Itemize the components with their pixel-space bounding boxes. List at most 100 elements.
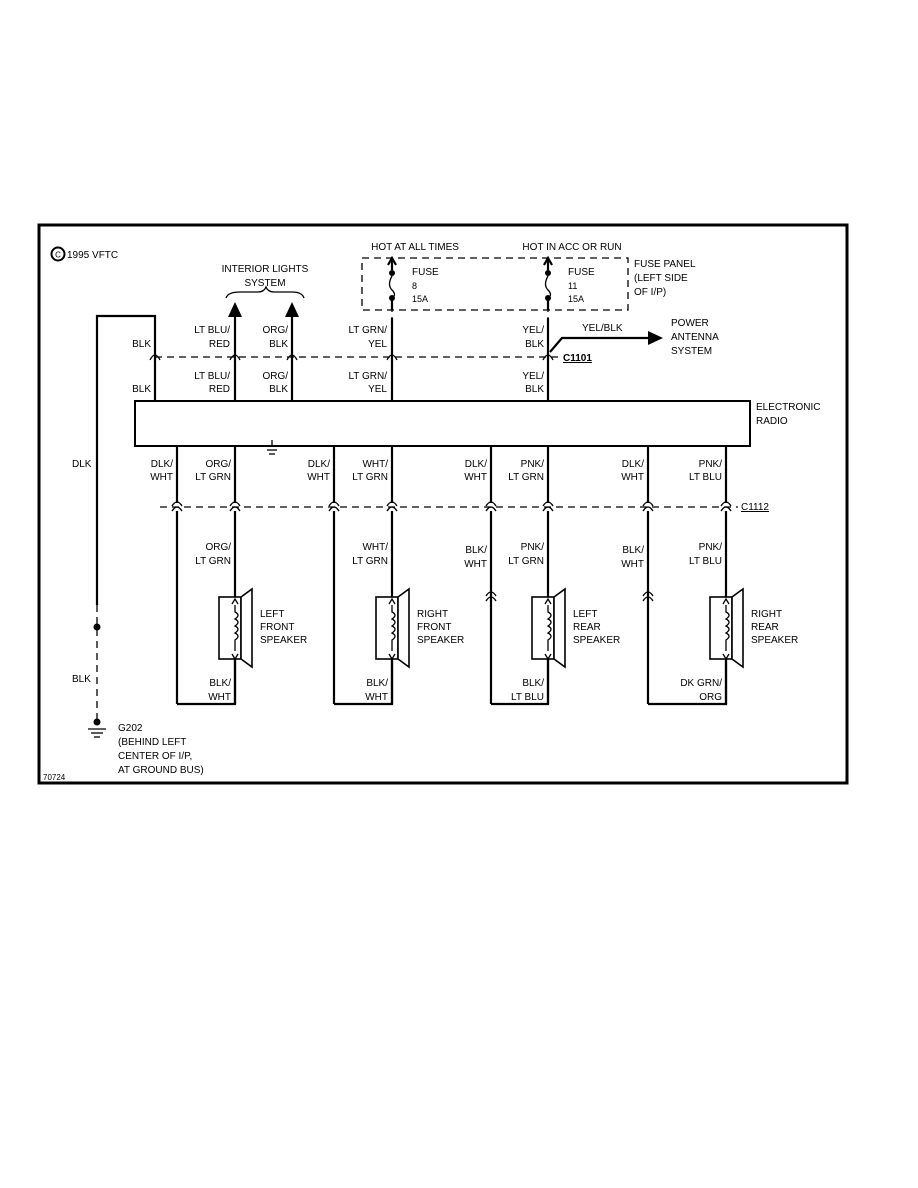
speaker-wire-4-lower-1: WHT/ xyxy=(362,542,388,553)
wire-lt-grn-yel-above-2: YEL xyxy=(368,339,387,350)
fuse-panel-box xyxy=(361,257,629,311)
speaker-4-icon xyxy=(709,587,744,704)
fuse-panel-line1: FUSE PANEL xyxy=(634,259,696,270)
wire-yel-blk-above-2: BLK xyxy=(525,339,544,350)
speaker-wire-2-upper-2: LT GRN xyxy=(195,472,231,483)
speaker-wire-4-upper-1: WHT/ xyxy=(362,459,388,470)
speaker-3-name-2: REAR xyxy=(573,622,601,633)
c1101-pin-1 xyxy=(149,354,161,361)
speaker-wire-3-upper-2: WHT xyxy=(307,472,330,483)
speaker-2-name-2: FRONT xyxy=(417,622,451,633)
speaker-wire-5-lower-2: WHT xyxy=(464,559,487,570)
speaker-wire-5-lower-1: BLK/ xyxy=(465,545,487,556)
wire-lt-grn-yel-above-1: LT GRN/ xyxy=(348,325,387,336)
speaker-wire-1: DLK/WHT xyxy=(150,446,237,706)
hot-in-acc-run-label: HOT IN ACC OR RUN xyxy=(522,242,621,253)
speaker-1-return-2: WHT xyxy=(208,692,231,703)
speaker-wire-7-upper-1: DLK/ xyxy=(622,459,644,470)
fuse-panel-line3: OF I/P) xyxy=(634,287,666,298)
g202-line3: AT GROUND BUS) xyxy=(118,765,204,776)
fuse-8-rating: 15A xyxy=(412,294,428,304)
connector-c1112-label: C1112 xyxy=(741,502,769,513)
speaker-wire-2-upper-1: ORG/ xyxy=(205,459,231,470)
wire-yel-blk-below-2: BLK xyxy=(525,384,544,395)
speaker-3-return-1: BLK/ xyxy=(522,678,544,689)
wire-blk-below: BLK xyxy=(132,384,151,395)
interior-lights-line2: SYSTEM xyxy=(244,278,285,289)
speaker-wire-7-upper-2: WHT xyxy=(621,472,644,483)
speaker-2-name-3: SPEAKER xyxy=(417,635,464,646)
speaker-wire-7-lower-2: WHT xyxy=(621,559,644,570)
speaker-wire-6-upper-2: LT GRN xyxy=(508,472,544,483)
c1101-pin-5 xyxy=(542,354,554,361)
speaker-1-name-1: LEFT xyxy=(260,609,284,620)
c1101-pin-4 xyxy=(386,354,398,361)
fuse-panel-line2: (LEFT SIDE xyxy=(634,273,688,284)
speaker-wire-2-lower-1: ORG/ xyxy=(205,542,231,553)
electronic-radio-box xyxy=(134,400,751,447)
wire-org-blk-above-2: BLK xyxy=(269,339,288,350)
ground-wire-upper-label: DLK xyxy=(72,459,92,470)
wire-lt-blu-red xyxy=(228,302,242,401)
power-antenna-wire-label: YEL/BLK xyxy=(582,323,623,334)
speaker-2-return-1: BLK/ xyxy=(366,678,388,689)
fuse-8 xyxy=(387,255,397,310)
speaker-4-return-1: DK GRN/ xyxy=(680,678,722,689)
c1101-pin-2 xyxy=(229,354,241,361)
wire-blk-above: BLK xyxy=(132,339,151,350)
speaker-3-name-3: SPEAKER xyxy=(573,635,620,646)
ground-wire-lower-label: BLK xyxy=(72,674,91,685)
speaker-2-return-2: WHT xyxy=(365,692,388,703)
speaker-wire-2-lower-2: LT GRN xyxy=(195,556,231,567)
power-antenna-line1: POWER xyxy=(671,318,709,329)
wire-yel-blk-above-1: YEL/ xyxy=(522,325,544,336)
wire-lt-blu-red-below-1: LT BLU/ xyxy=(194,371,230,382)
ground-g202-icon xyxy=(88,728,106,738)
wire-org-blk-below-2: BLK xyxy=(269,384,288,395)
power-antenna-line2: ANTENNA xyxy=(671,332,719,343)
speaker-1-icon xyxy=(218,587,253,704)
c1101-pin-3 xyxy=(286,354,298,361)
wire-lt-blu-red-above-2: RED xyxy=(209,339,230,350)
speaker-wire-5-upper-1: DLK/ xyxy=(465,459,487,470)
g202-line1: (BEHIND LEFT xyxy=(118,737,186,748)
ground-wire xyxy=(93,314,157,726)
speaker-wire-2: ORG/LT GRN ORG/LT GRN xyxy=(195,446,241,594)
radio-label-line1: ELECTRONIC xyxy=(756,402,820,413)
speaker-wire-6-upper-1: PNK/ xyxy=(521,459,545,470)
speaker-wire-8-lower-2: LT BLU xyxy=(689,556,722,567)
copyright-mark-icon xyxy=(50,246,66,262)
speaker-3-return-2: LT BLU xyxy=(511,692,544,703)
fuse-11-number: 11 xyxy=(568,281,577,291)
copyright-letter: C xyxy=(55,251,61,260)
speaker-1-name-2: FRONT xyxy=(260,622,294,633)
g202-line2: CENTER OF I/P, xyxy=(118,751,192,762)
fuse-11-rating: 15A xyxy=(568,294,584,304)
interior-lights-line1: INTERIOR LIGHTS xyxy=(222,264,309,275)
speaker-wire-6-lower-1: PNK/ xyxy=(521,542,545,553)
wire-org-blk xyxy=(285,302,299,401)
wire-lt-blu-red-above-1: LT BLU/ xyxy=(194,325,230,336)
connector-c1101-label: C1101 xyxy=(563,353,592,364)
power-antenna-branch xyxy=(549,331,663,353)
speaker-1-name-3: SPEAKER xyxy=(260,635,307,646)
hot-at-all-times-label: HOT AT ALL TIMES xyxy=(371,242,459,253)
wire-lt-grn-yel-below-2: YEL xyxy=(368,384,387,395)
diagram-frame xyxy=(37,223,849,785)
figure-number: 70724 xyxy=(43,773,66,782)
wire-org-blk-above-1: ORG/ xyxy=(262,325,288,336)
speaker-1-return-1: BLK/ xyxy=(209,678,231,689)
wire-lt-blu-red-below-2: RED xyxy=(209,384,230,395)
interior-lights-bracket xyxy=(225,285,305,299)
fuse-8-number: 8 xyxy=(412,281,417,291)
copyright-text: 1995 VFTC xyxy=(67,250,118,261)
speaker-wire-8-upper-1: PNK/ xyxy=(699,459,723,470)
speaker-wire-4-lower-2: LT GRN xyxy=(352,556,388,567)
speaker-wire-1-upper-1: DLK/ xyxy=(151,459,173,470)
power-antenna-line3: SYSTEM xyxy=(671,346,712,357)
